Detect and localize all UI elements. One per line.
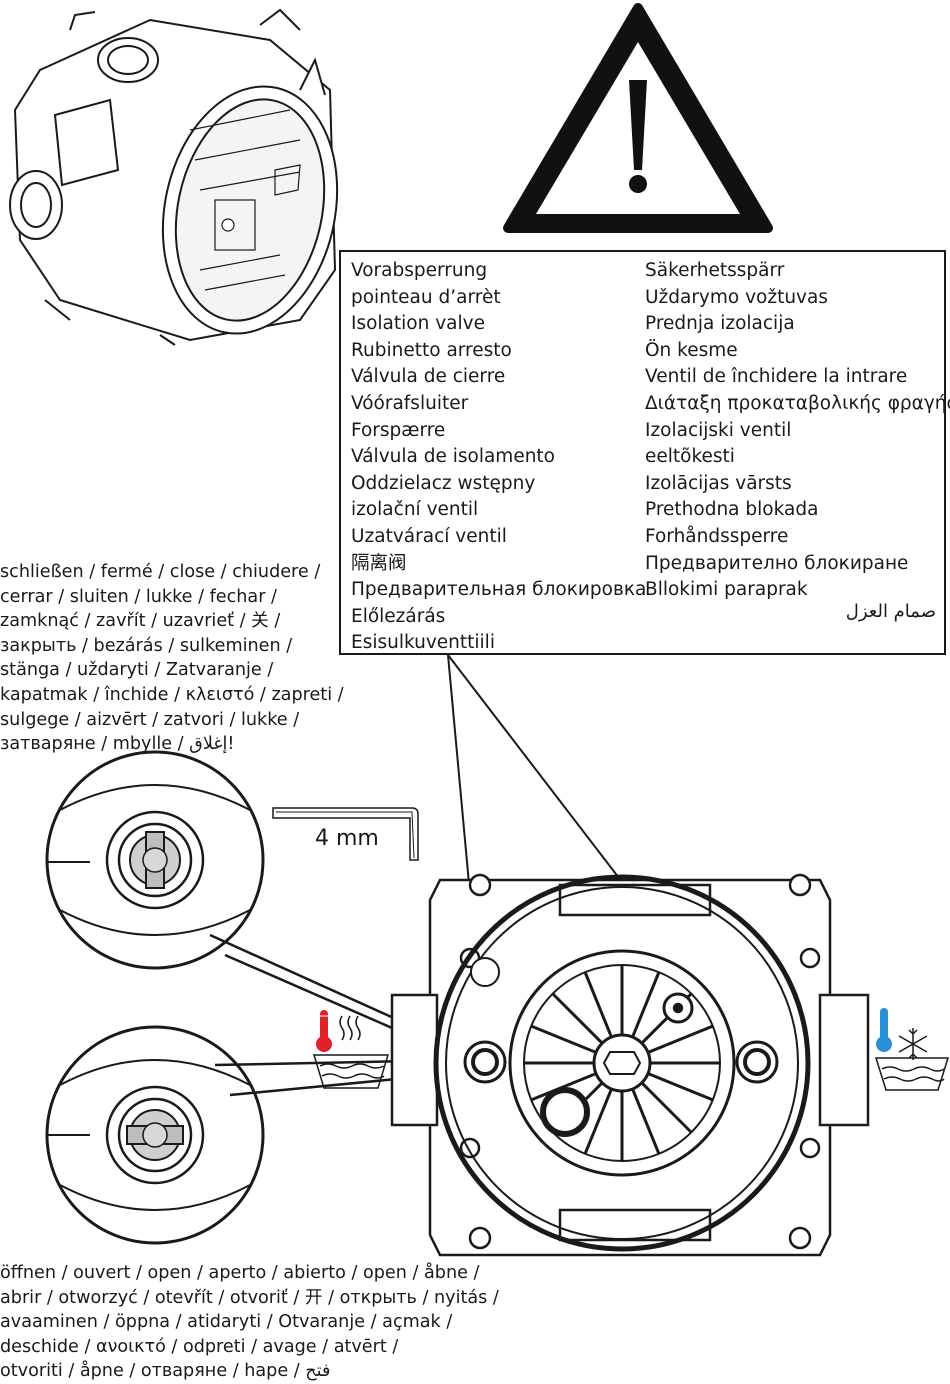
- name-line: Izolacijski ventil: [645, 419, 792, 441]
- isolation-valve-names-box: Vorabsperrung pointeau d’arrèt Isolation…: [339, 250, 950, 657]
- open-line: abrir / otworzyć / otevřít / otvoriť / 开…: [0, 1287, 499, 1308]
- name-line: Предварительная блокировка: [351, 579, 647, 601]
- valve-closed-detail: [45, 750, 265, 970]
- name-line: Prethodna blokada: [645, 499, 819, 521]
- close-line: stänga / uždaryti / Zatvaranje /: [0, 660, 274, 681]
- open-line: öffnen / ouvert / open / aperto / abiert…: [0, 1263, 480, 1283]
- open-line: avaaminen / öppna / atidaryti / Otvaranj…: [0, 1312, 453, 1333]
- thermometer-cold-snowflake-icon: [874, 1008, 950, 1091]
- name-line: Prednja izolacija: [645, 313, 795, 335]
- close-line: закрыть / bezárás / sulkeminen /: [0, 635, 293, 656]
- name-arabic: صمام العزل: [845, 601, 936, 622]
- close-line: sulgege / aizvērt / zatvori / lukke /: [0, 709, 300, 730]
- valve-open-detail: [45, 1025, 265, 1245]
- mixer-body-front-view: [390, 873, 870, 1257]
- exclamation-warning-icon: [503, 3, 773, 233]
- name-line: Válvula de isolamento: [351, 446, 556, 468]
- name-line: Vorabsperrung: [351, 260, 488, 281]
- name-line: eeltõkesti: [645, 446, 735, 468]
- name-line: Izolācijas vārsts: [645, 472, 792, 494]
- name-line: Esisulkuventtiili: [351, 632, 495, 654]
- name-line: Isolation valve: [351, 313, 485, 335]
- name-line: Säkerhetsspärr: [645, 260, 785, 281]
- name-line: Uždarymo vožtuvas: [645, 286, 828, 308]
- name-line: Oddzielacz wstępny: [351, 472, 536, 494]
- thermometer-hot-icon: [312, 1010, 390, 1089]
- name-line: Bllokimi paraprak: [645, 579, 808, 601]
- name-line: Предварително блокиране: [645, 552, 909, 574]
- open-instruction-text: öffnen / ouvert / open / aperto / abiert…: [0, 1261, 499, 1384]
- name-line: pointeau d’arrèt: [351, 286, 501, 308]
- name-line: Rubinetto arresto: [351, 339, 512, 361]
- close-line: cerrar / sluiten / lukke / fechar /: [0, 586, 277, 607]
- name-line: Válvula de cierre: [351, 366, 506, 388]
- product-isometric-illustration: [9, 8, 339, 346]
- close-line: zamknąć / zavřít / uzavrieť / 关 /: [0, 611, 281, 632]
- names-right-column: Säkerhetsspärr Uždarymo vožtuvas Prednja…: [645, 258, 950, 604]
- name-line: 隔离阀: [351, 552, 407, 574]
- name-line: Forspærre: [351, 419, 446, 441]
- name-line: Előlezárás: [351, 605, 446, 627]
- name-line: izolační ventil: [351, 499, 479, 521]
- name-line: Forhåndssperre: [645, 525, 789, 547]
- close-instruction-text: schließen / fermé / close / chiudere / c…: [0, 560, 344, 757]
- open-line: otvoriti / åpne / отваряне / hape / فتح: [0, 1361, 331, 1382]
- close-line: затваряне / mbylle / إغلاق!: [0, 734, 235, 755]
- close-line: schließen / fermé / close / chiudere /: [0, 562, 321, 582]
- open-line: deschide / ανοικτό / odpreti / avage / a…: [0, 1336, 399, 1357]
- hex-key-icon: [272, 807, 419, 861]
- name-line: Vóórafsluiter: [351, 392, 469, 414]
- name-line: Uzatvárací ventil: [351, 525, 507, 547]
- hex-key-size-label: 4 mm: [315, 826, 379, 851]
- name-line: Ventil de închidere la intrare: [645, 366, 908, 388]
- name-line: Ön kesme: [645, 339, 738, 361]
- name-line: Διάταξη προκαταβολικής φραγής: [645, 392, 950, 414]
- close-line: kapatmak / închide / κλειστό / zapreti /: [0, 684, 344, 705]
- names-left-column: Vorabsperrung pointeau d’arrèt Isolation…: [351, 258, 646, 657]
